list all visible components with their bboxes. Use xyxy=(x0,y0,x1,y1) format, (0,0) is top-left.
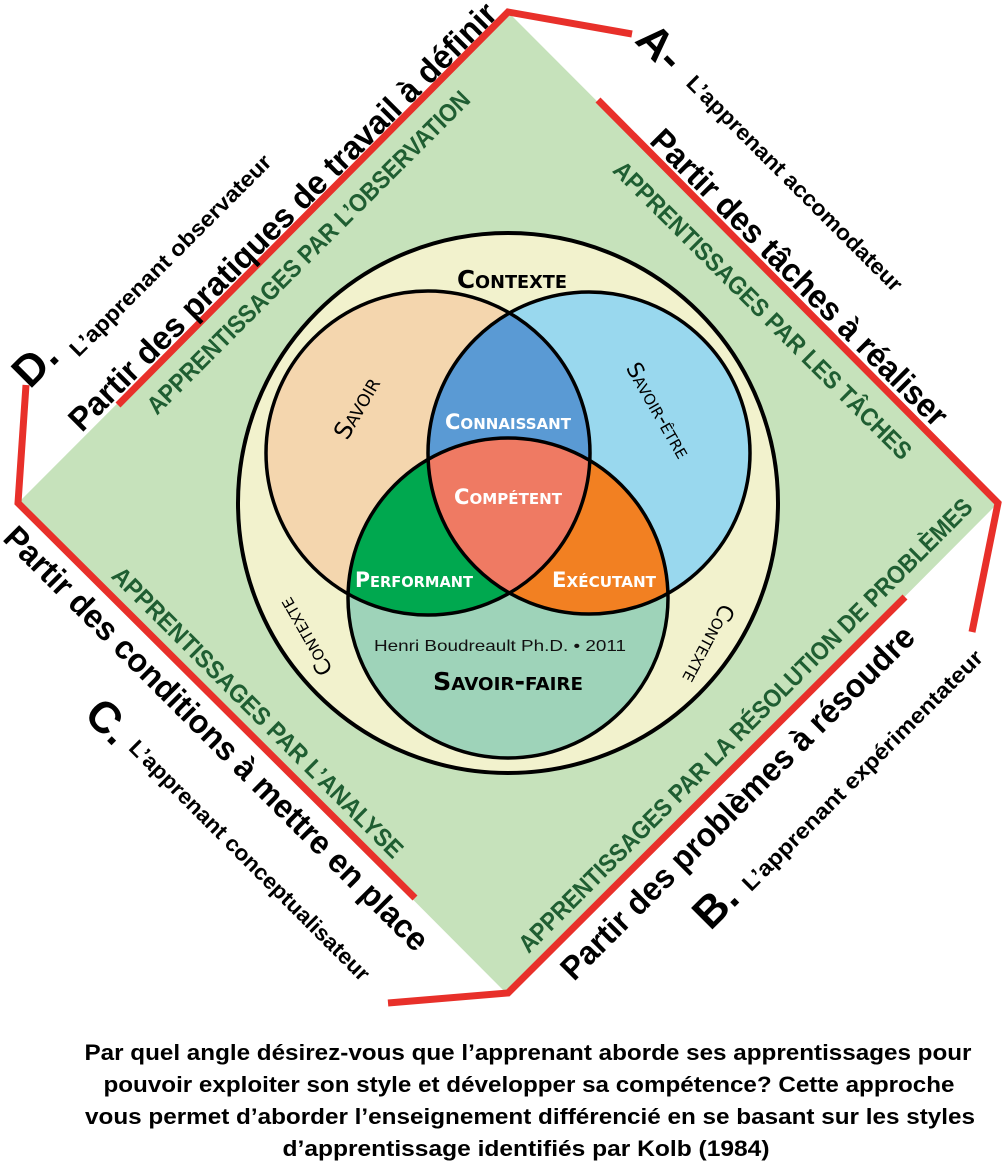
savoir-faire-label: Savoir-faire xyxy=(433,667,583,696)
connaissant-label: Connaissant xyxy=(445,410,572,434)
caption-line: d’apprentissage identifiés par Kolb (198… xyxy=(283,1136,770,1161)
caption-line: Par quel angle désirez-vous que l’appren… xyxy=(85,1040,972,1065)
credit-label: Henri Boudreault Ph.D. • 2011 xyxy=(374,638,626,655)
executant-label: Exécutant xyxy=(552,568,657,592)
context-label-top: Contexte xyxy=(457,265,567,294)
side-b-letter: B. xyxy=(683,873,749,939)
performant-label: Performant xyxy=(355,568,474,592)
caption: Par quel angle désirez-vous que l’appren… xyxy=(85,1040,976,1161)
side-d-letter: D. xyxy=(2,331,68,397)
competent-label: Compétent xyxy=(454,485,563,509)
caption-line: vous permet d’aborder l’enseignement dif… xyxy=(85,1104,975,1129)
caption-line: pouvoir exploiter son style et développe… xyxy=(104,1072,955,1097)
red-frame xyxy=(14,8,1002,1007)
side-a-letter: A- xyxy=(627,14,694,81)
